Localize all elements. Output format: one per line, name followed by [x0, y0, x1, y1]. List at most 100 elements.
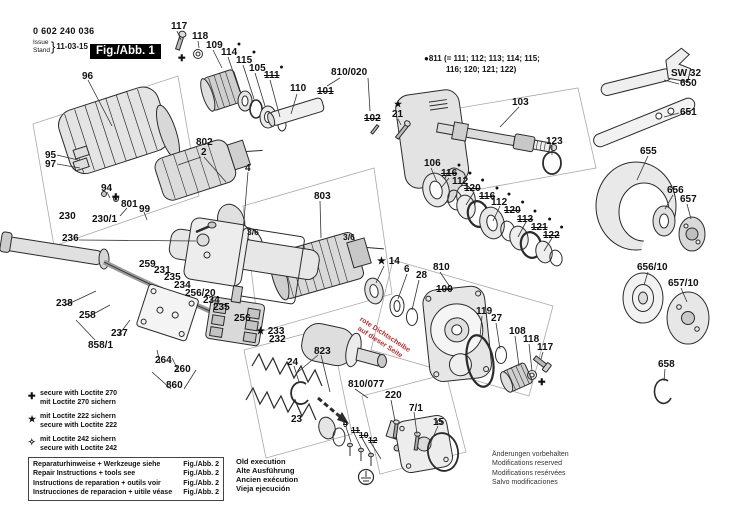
cover-15-drawing — [392, 355, 552, 474]
part-label-10: 10 — [359, 430, 369, 440]
leader-lines — [56, 30, 692, 460]
part-label-95: 95 — [45, 150, 57, 161]
part-label-858-1: 858/1 — [88, 340, 114, 351]
part-label-116: 116● — [441, 162, 462, 179]
repair-row-en: Repair Instructions + tools see Fig./Abb… — [33, 469, 219, 478]
part-label-264: 264 — [155, 355, 172, 366]
part-label-117: 117 — [537, 342, 554, 353]
bullet-icon: ● — [424, 54, 429, 63]
modifications-de: Änderungen vorbehalten — [492, 451, 569, 458]
old-execution-es: Vieja ejecución — [236, 484, 291, 494]
part-label-28: 28 — [416, 270, 428, 281]
legend-row-loctite-222: ★ mit Loctite 222 sichern secure with Lo… — [28, 413, 117, 430]
part-label-655: 655 — [640, 146, 657, 157]
set-811-line2: 116; 120; 121; 122) — [446, 65, 517, 75]
old-execution-en: Old execution — [236, 457, 286, 466]
part-label-810-077: 810/077 — [348, 379, 385, 390]
old-execution-de: Alte Ausführung — [236, 466, 295, 476]
repair-row-fr: Instructions de reparation + outils voir… — [33, 479, 219, 488]
part-label-113: 113● — [517, 208, 538, 225]
legend-242-line2: secure with Loctite 242 — [40, 444, 118, 452]
part-label--: ✚ — [538, 377, 546, 387]
part-label-15: 15 — [433, 417, 445, 428]
part-label-118: 118 — [192, 31, 209, 42]
motor-housing-drawing — [58, 86, 181, 202]
part-label-14: ★ 14 — [377, 256, 400, 267]
part-label-9: 9 — [343, 419, 348, 429]
old-execution-fr: Ancien exécution — [236, 475, 299, 485]
loctite-star-icon: ★ — [394, 99, 403, 109]
part-label-11: 11 — [351, 425, 360, 435]
repair-fig-de: Fig./Abb. 2 — [183, 461, 219, 468]
set-dot-icon: ● — [520, 199, 525, 206]
modifications-note: Änderungen vorbehalten Modifications res… — [492, 450, 569, 488]
part-label-232: 232 — [269, 334, 286, 345]
part-label-97: 97 — [45, 159, 57, 170]
modifications-en: Modifications reserved — [492, 460, 563, 468]
part-label-236: 236 — [62, 233, 79, 244]
issue-label-de: Stand — [33, 46, 50, 54]
part-label-258: 258 — [79, 310, 96, 321]
set-dot-icon: ● — [480, 177, 485, 184]
part-label-102: 102 — [364, 113, 381, 124]
legend-242-line1: mit Loctite 242 sichern — [40, 436, 116, 444]
set-811-line1: 811 (= 111; 112; 113; 114; 115; — [428, 54, 540, 63]
part-label-810: 810 — [433, 262, 450, 273]
part-label-256-20: 256/20 — [185, 288, 216, 299]
part-label-109: 109 — [206, 40, 223, 51]
part-label-119: 119 — [476, 306, 493, 317]
part-label-100: 100 — [436, 284, 453, 295]
document-meta: 0 602 240 036 Issue Stand } 11-03-15 — [33, 26, 94, 54]
part-label-12: 12 — [368, 435, 378, 445]
part-label-103: 103 — [512, 97, 529, 108]
part-label-118: 118 — [523, 334, 540, 345]
part-label-4: 4 — [245, 163, 251, 174]
set-dot-icon: ● — [279, 64, 284, 71]
part-label-230-1: 230/1 — [92, 214, 118, 225]
part-label-860: 860 — [166, 380, 183, 391]
part-label-23: 23 — [291, 414, 303, 425]
spindle-body-drawing — [0, 217, 320, 315]
part-label-238: 238 — [56, 298, 73, 309]
loctite-242-openstar-icon: ✧ — [28, 437, 36, 448]
part-label-112: 112● — [491, 191, 512, 208]
part-label-122: 122● — [543, 224, 564, 241]
repair-text-de: Reparaturhinweise + Werkzeuge siehe — [33, 461, 161, 468]
repair-row-es: Instrucciones de reparacion + uitile véa… — [33, 488, 219, 497]
figure-label: Fig./Abb. 1 — [90, 44, 161, 59]
part-label-234: 234 — [174, 280, 191, 291]
loctite-legend: ✚ secure with Loctite 270 mit Loctite 27… — [28, 390, 117, 459]
legend-270-line1: secure with Loctite 270 — [40, 390, 118, 397]
repair-text-en: Repair Instructions + tools see — [33, 470, 136, 478]
part-label-105: 105 — [249, 63, 266, 74]
pinion-group-drawing — [174, 30, 287, 132]
part-label-6: 6 — [404, 264, 410, 275]
part-label-121: 121● — [531, 216, 552, 233]
modifications-es: Salvo modificaciones — [492, 479, 558, 487]
part-label-235: 235 — [164, 272, 181, 283]
repair-fig-fr: Fig./Abb. 2 — [183, 479, 219, 487]
part-label-256: 256 — [234, 313, 251, 324]
housing-810-020-drawing — [370, 89, 476, 212]
part-label-220: 220 — [385, 390, 402, 401]
part-label-96: 96 — [82, 71, 94, 82]
part-label-99: 99 — [139, 204, 151, 215]
repair-text-fr: Instructions de reparation + outils voir — [33, 479, 161, 487]
bearing-stack-drawing — [422, 172, 563, 267]
set-dot-icon: ● — [251, 49, 257, 56]
legend-row-loctite-270: ✚ secure with Loctite 270 mit Loctite 27… — [28, 390, 117, 407]
set-dot-icon: ● — [547, 216, 552, 223]
loctite-270-cross-icon: ✚ — [28, 391, 36, 401]
switch-coil-drawing — [136, 283, 387, 405]
set-dot-icon: ● — [236, 41, 242, 48]
part-label-801: 801 — [121, 199, 138, 210]
part-label-3-6: 3/6 — [343, 232, 355, 242]
part-label-110: 110 — [290, 83, 307, 94]
set-dot-icon: ● — [559, 224, 564, 231]
set-dot-icon: ● — [456, 162, 462, 169]
part-label-112: 112● — [452, 170, 473, 187]
part-label-234: 234 — [203, 295, 220, 306]
part-label-3-6: 3/6 — [247, 227, 259, 237]
